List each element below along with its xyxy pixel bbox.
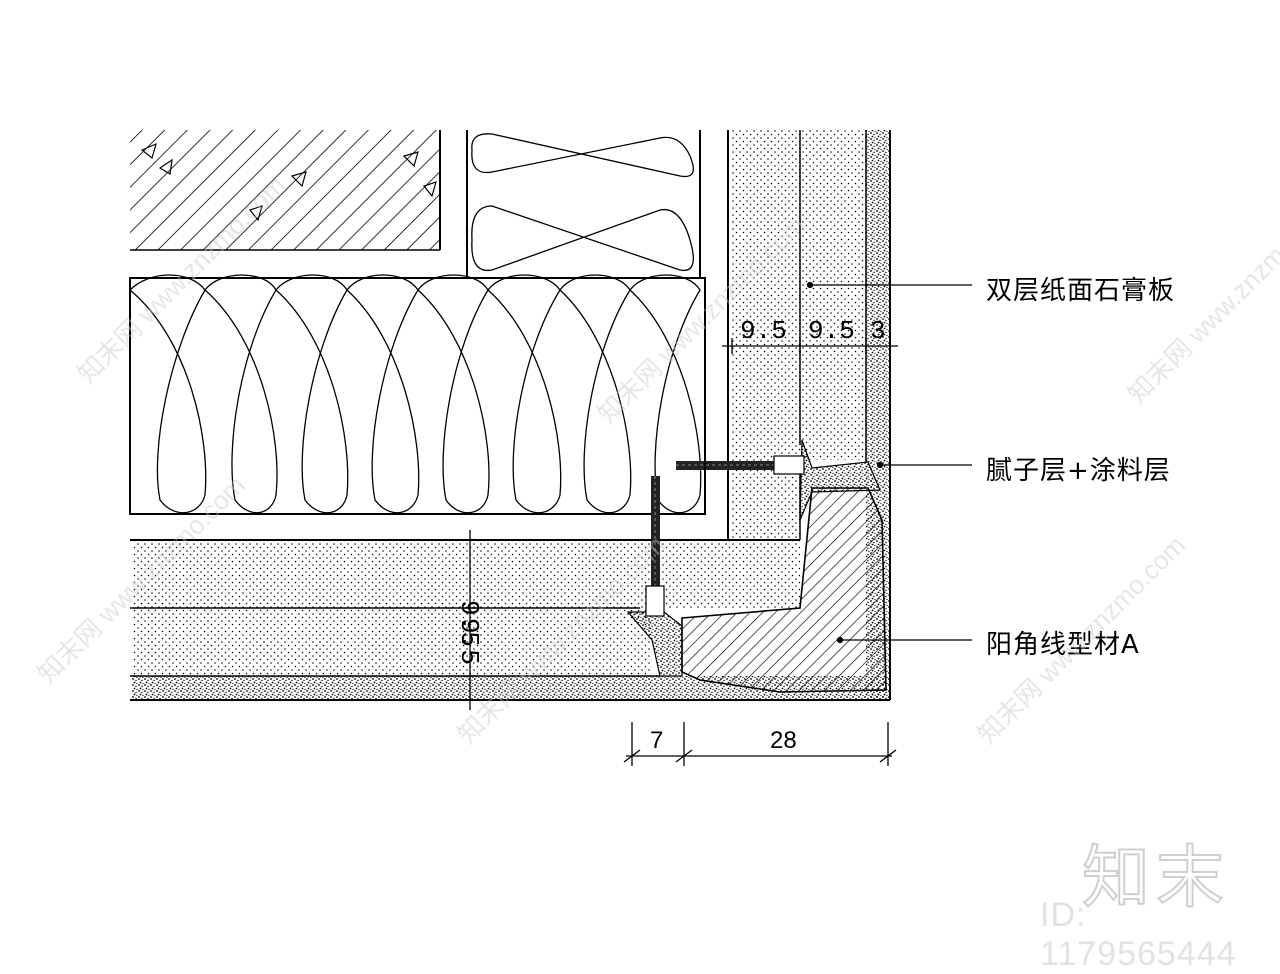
leader-lines (806, 281, 972, 644)
dim-bottom-a: 7 (650, 727, 663, 754)
watermark-id: ID: 1179565444 (1040, 896, 1237, 973)
dim-top-board-1: 9.5 (740, 316, 787, 346)
label-putty-coating: 腻子层+涂料层 (986, 456, 1171, 486)
label-double-gypsum-board: 双层纸面石膏板 (986, 276, 1176, 306)
corner-profile (626, 439, 887, 693)
dimension-lines (462, 338, 898, 766)
dim-bottom-b: 28 (770, 727, 797, 754)
dim-left-board-1: 9.5 (454, 600, 484, 647)
screw-horizontal (676, 455, 805, 475)
dim-top-board-2: 9.5 (808, 316, 855, 346)
label-corner-profile: 阳角线型材A (986, 630, 1140, 660)
insulation-main (129, 274, 706, 515)
watermark-logo: 知末 (1081, 838, 1231, 919)
dim-top-coat: 3 (870, 316, 886, 346)
furring-channel (660, 278, 706, 515)
insulation-top (466, 130, 705, 279)
concrete-block (130, 130, 441, 251)
dim-left-board-2: 9.5 (454, 618, 484, 665)
screw-vertical (645, 476, 665, 617)
gypsum-boards-vertical (727, 130, 891, 700)
